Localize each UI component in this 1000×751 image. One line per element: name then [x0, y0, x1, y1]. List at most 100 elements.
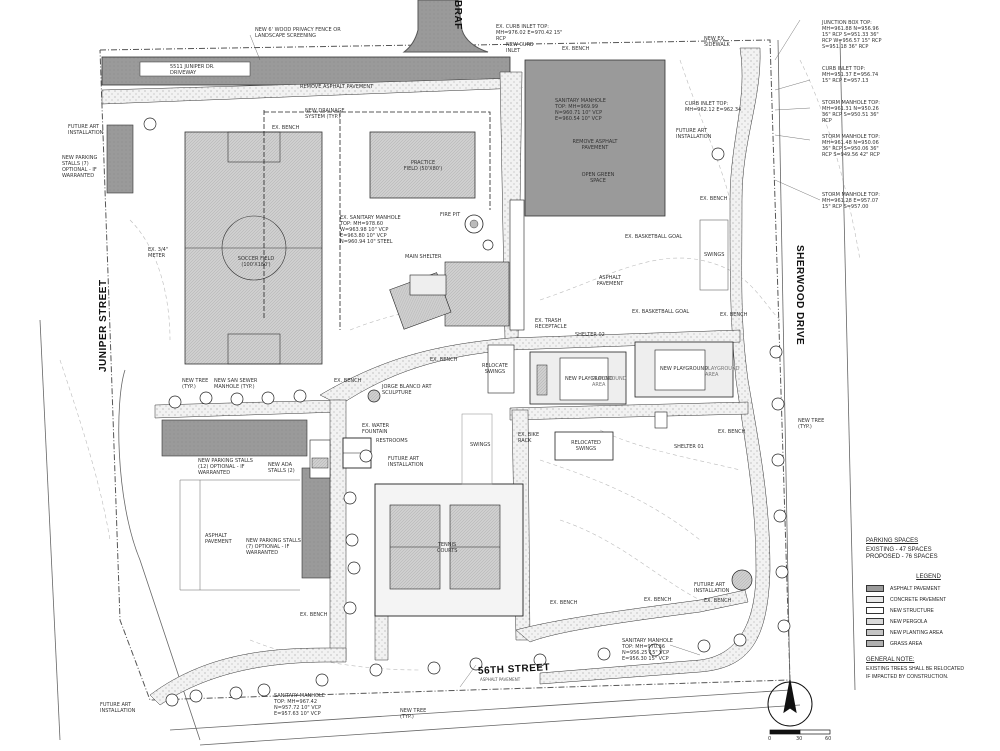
new-parking-top-label: NEW PARKING STALLS (7) OPTIONAL - IF WAR… [62, 155, 98, 179]
soccer-field-label: SOCCER FIELD (100'x180') [237, 256, 275, 268]
new-parking-left2-label: NEW PARKING STALLS (7) OPTIONAL - IF WAR… [246, 538, 301, 556]
asphalt-pavement-mid-label: ASPHALT PAVEMENT [596, 275, 624, 287]
scale-end: 60 [825, 736, 832, 742]
jorge-blanco-label: JORGE BLANCO ART SCULPTURE [382, 384, 432, 396]
legend-label: ASPHALT PAVEMENT [890, 585, 941, 592]
open-green-label: OPEN GREEN SPACE [581, 172, 615, 184]
curb-inlet-far-label: CURB INLET TOP: MH=951.37 E=956.74 15" R… [822, 66, 879, 84]
ex-bench-label: EX. BENCH [334, 378, 362, 384]
relocated-swings-label: RELOCATED SWINGS [571, 440, 601, 452]
future-art-label: FUTURE ART INSTALLATION [676, 128, 712, 140]
legend-swatch [866, 585, 884, 592]
new-parking-left-label: NEW PARKING STALLS (12) OPTIONAL - IF WA… [198, 458, 253, 476]
juniper-street-road [39, 319, 201, 741]
sanitary-manhole-label: SANITARY MANHOLE TOP: MH=970.36 N=956.25… [622, 638, 673, 662]
parking-title: PARKING SPACES [866, 538, 919, 544]
legend-swatch [866, 640, 884, 647]
driveway-label: 5511 JUNIPER DR. DRIVEWAY [170, 64, 215, 76]
parking-left-lower [161, 419, 308, 457]
new-playground-label: NEW PLAYGROUND [565, 376, 613, 382]
restrooms-label: RESTROOMS [376, 438, 408, 444]
juniper-street-label: JUNIPER STREET [98, 279, 109, 372]
future-art-label: FUTURE ART INSTALLATION [68, 124, 104, 136]
ex-bench-label: EX. BENCH [550, 600, 578, 606]
storm-manhole-label: STORM MANHOLE TOP: MH=961.48 N=950.06 36… [822, 134, 880, 158]
relocated-swings-shape [554, 431, 614, 461]
asphalt-left-label: ASPHALT PAVEMENT [205, 533, 232, 545]
playground-area-label: PLAYGROUND AREA [705, 366, 740, 378]
future-art-label: FUTURE ART INSTALLATION [694, 582, 730, 594]
ex-sanitary-label: EX. SANITARY MANHOLE TOP: MH=978.60 W=96… [340, 215, 401, 245]
56th-street-sub: ASPHALT PAVEMENT [480, 677, 521, 682]
scale-mid: 30 [796, 736, 803, 742]
practice-field-shape [369, 131, 476, 199]
legend-label: CONCRETE PAVEMENT [890, 596, 947, 603]
ex-meter-label: EX. 3/4" METER [148, 247, 169, 259]
legend-label: NEW STRUCTURE [890, 607, 934, 614]
ex-water-label: EX. WATER FOUNTAIN [362, 423, 390, 435]
tennis-courts-label: TENNIS COURTS [437, 542, 458, 554]
new-san-sewer-label: NEW SAN SEWER MANHOLE (TYP.) [214, 378, 258, 390]
sherwood-drive-label: SHERWOOD DRIVE [794, 245, 805, 346]
lower-walkway [509, 401, 749, 421]
ex-basketball-label: EX. BASKETBALL GOAL [625, 234, 683, 240]
fire-pit-label: FIRE PIT [440, 212, 461, 218]
legend-label: GRASS AREA [890, 640, 923, 647]
right-walkway [539, 47, 771, 685]
legend-item: ASPHALT PAVEMENT [866, 583, 991, 594]
braf-street-road [402, 0, 489, 53]
ex-bench-label: EX. BENCH [300, 612, 328, 618]
playground-area-label: PLAYGROUND AREA [592, 376, 627, 388]
swings-mid-label: SWINGS [470, 442, 491, 448]
new-playground-label: NEW PLAYGROUND [660, 366, 708, 372]
swings-right-label: SWINGS [704, 252, 725, 258]
legend-title: LEGEND [916, 574, 941, 580]
bottom-left-walk [149, 647, 347, 706]
property-boundary [99, 39, 791, 701]
general-note-text: EXISTING TREES SHALL BE RELOCATED [866, 666, 964, 672]
scale-zero: 0 [768, 736, 772, 742]
56th-street-road [169, 689, 801, 746]
main-shelter-label: MAIN SHELTER [405, 254, 442, 260]
ex-bike-label: EX. BIKE RACK [518, 432, 540, 444]
new-tree-label: NEW TREE (TYP.) [400, 708, 427, 720]
trees [143, 117, 791, 707]
parking-existing: EXISTING - 47 SPACES [866, 547, 932, 553]
ex-bench-label: EX. BENCH [704, 598, 732, 604]
ex-bench-label: EX. BENCH [562, 46, 590, 52]
storm-manhole-label: STORM MANHOLE TOP: MH=961.28 E=957.07 15… [822, 192, 880, 210]
ex-bench-label: EX. BENCH [720, 312, 748, 318]
legend-swatch [866, 618, 884, 625]
legend-item: CONCRETE PAVEMENT [866, 594, 991, 605]
ex-bench-label: EX. BENCH [430, 357, 458, 363]
left-walkway [154, 399, 341, 419]
new-sidewalk-label: NEW EX. SIDEWALK [704, 36, 730, 48]
scale-bar [769, 729, 831, 735]
sanitary-manhole-label: SANITARY MANHOLE TOP: MH=967.42 N=957.72… [274, 693, 325, 717]
general-note-title: GENERAL NOTE: [866, 657, 915, 663]
soccer-field-shape [184, 131, 323, 365]
practice-field-label: PRACTICE FIELD (50'x80') [403, 160, 443, 172]
curb-inlet-top-label: EX. CURB INLET TOP: MH=976.02 E=970.42 1… [496, 24, 563, 42]
new-drainage-label: NEW DRAINAGE SYSTEM (TYP.) [305, 108, 345, 120]
general-note-text: IF IMPACTED BY CONSTRUCTION. [866, 674, 949, 680]
legend-item: GRASS AREA [866, 638, 991, 649]
parking-proposed: PROPOSED - 76 SPACES [866, 554, 938, 560]
future-art-label: FUTURE ART INSTALLATION [100, 702, 136, 714]
ex-trash-label: EX. TRASH RECEPTACLE [535, 318, 567, 330]
info-panel: PARKING SPACES EXISTING - 47 SPACES PROP… [866, 538, 991, 680]
remove-asphalt-top-label: REMOVE ASPHALT PAVEMENT [300, 84, 374, 90]
main-shelter-shape [389, 261, 510, 330]
sherwood-drive-road [777, 39, 856, 691]
new-curb-inlet-label: NEW CURB INLET [506, 42, 534, 54]
middle-walkway [319, 329, 741, 406]
ex-bench-label: EX. BENCH [272, 125, 300, 131]
legend-item: NEW STRUCTURE [866, 605, 991, 616]
curb-inlet-right-label: CURB INLET TOP: MH=962.12 E=962.34 [685, 101, 742, 113]
ex-basketball-label: EX. BASKETBALL GOAL [632, 309, 690, 315]
drainage-lines [263, 110, 491, 330]
new-tree-label: NEW TREE (TYP.) [798, 418, 825, 430]
new-tree-label: NEW TREE (TYP.) [182, 378, 209, 390]
ex-bench-label: EX. BENCH [700, 196, 728, 202]
bottom-walkway [515, 589, 749, 643]
